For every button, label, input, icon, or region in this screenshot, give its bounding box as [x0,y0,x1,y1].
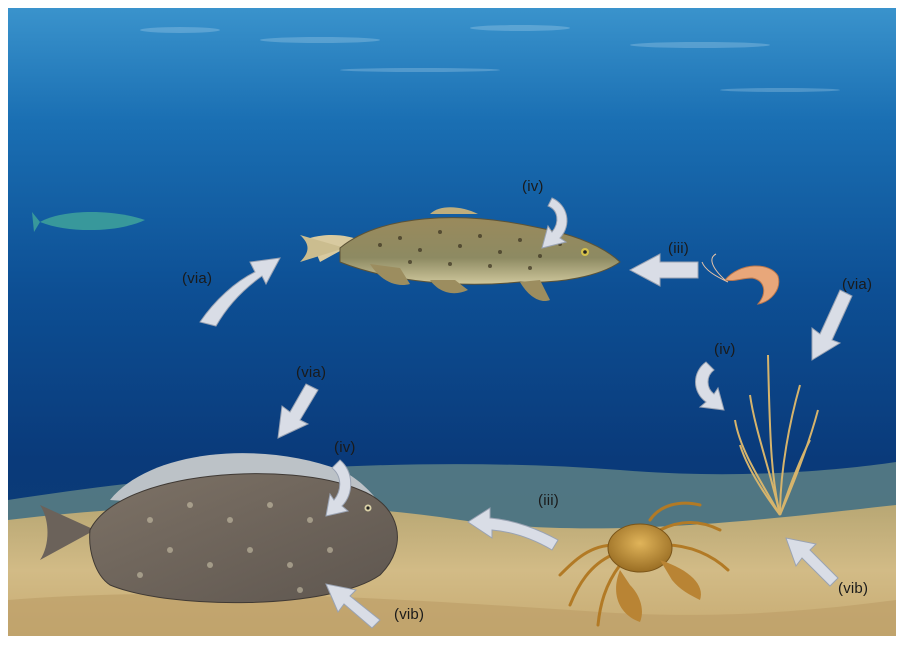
label-vib-plant: (vib) [838,580,868,597]
label-via-left: (via) [182,270,212,287]
label-iv-flounder: (iv) [334,439,356,456]
label-via-middle: (via) [296,364,326,381]
label-iii-shrimp: (iii) [668,240,689,257]
label-iv-trout: (iv) [522,178,544,195]
label-iii-crab: (iii) [538,492,559,509]
label-vib-flounder: (vib) [394,606,424,623]
label-via-right: (via) [842,276,872,293]
label-iv-plant: (iv) [714,341,736,358]
